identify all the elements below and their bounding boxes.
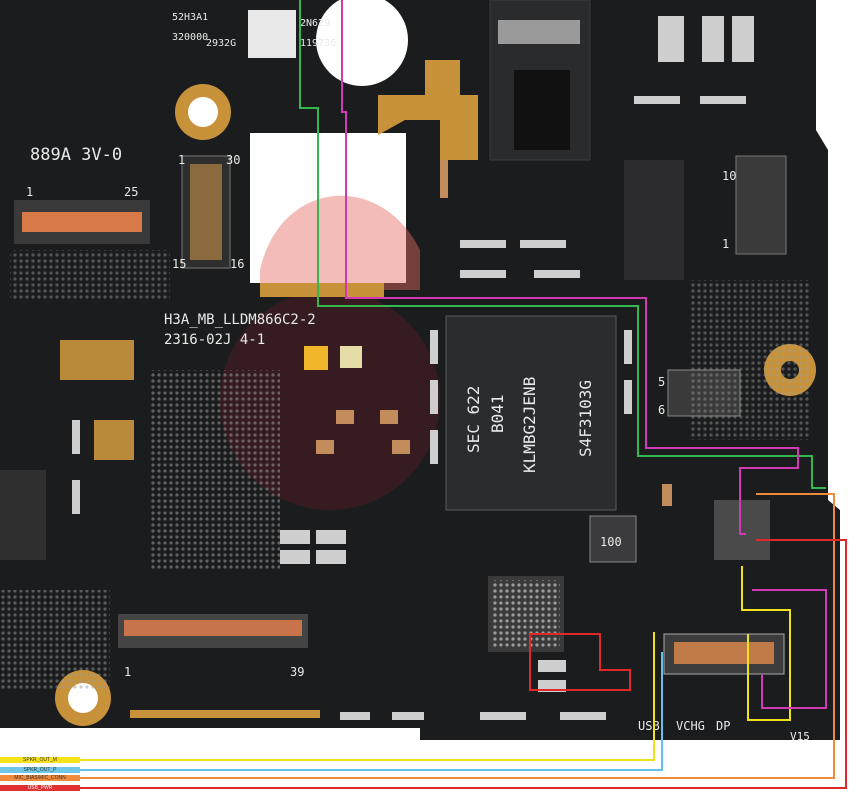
chip-line-2: B041: [488, 394, 507, 433]
conn1-pin-a: 1: [26, 185, 33, 199]
conn4-pin-a: 5: [658, 375, 665, 389]
copper-small-pads: [316, 160, 672, 506]
ic-top-right: [624, 160, 684, 280]
trace-red: [0, 539, 847, 789]
shield-window: [250, 133, 406, 283]
chip-code: S4F3103G: [576, 380, 595, 457]
trace-yellow: [0, 632, 655, 761]
led-yellow: [304, 346, 328, 370]
conn2-pin-c: 15: [172, 257, 186, 271]
conn2-pin-b: 30: [226, 153, 240, 167]
trace-green: [299, 0, 826, 489]
inductor: [589, 515, 637, 563]
trace-magenta: [341, 0, 799, 535]
conn2-pin-a: 1: [178, 153, 185, 167]
conn2-pin-d: 16: [230, 257, 244, 271]
component-cluster-bottom-left: [0, 590, 110, 690]
ic-left: [0, 470, 46, 560]
conn5-pin-a: 39: [290, 665, 304, 679]
bga-chip-right: [714, 500, 770, 560]
conn3-pin-b: 1: [722, 237, 729, 251]
top-code-5: 119736: [300, 38, 336, 49]
conn4-pin-b: 6: [658, 403, 665, 417]
chip-part: KLMBG2JENB: [520, 377, 539, 473]
conn1-pin-b: 25: [124, 185, 138, 199]
vchg-label: VCHG: [676, 719, 705, 733]
top-code-4: 2N629: [300, 18, 330, 29]
conn3-pin-a: 10: [722, 169, 736, 183]
top-code-group: 320000: [172, 32, 208, 43]
copper-strip-bottom: [130, 710, 320, 718]
legend-spkr-out-p: SPKR_OUT_P: [0, 767, 80, 773]
right-edge-label: V15: [790, 730, 810, 743]
emmc-chip: [445, 315, 617, 511]
trace-orange: [0, 493, 835, 779]
dp-label: DP: [716, 719, 730, 733]
trace-magenta-2: [752, 589, 827, 709]
watermark-logo: [260, 195, 420, 290]
mount-hole-white: [316, 0, 408, 86]
date-code-label: 2316-02J 4-1: [164, 332, 265, 348]
smd-components: [72, 16, 754, 720]
component-cluster-left: [150, 370, 280, 570]
board-id-label: H3A_MB_LLDM866C2-2: [164, 312, 316, 328]
chip-line-1: SEC 622: [464, 386, 483, 453]
usb-label: USB: [638, 719, 660, 733]
legend-usb-pwr: USB_PWR: [0, 785, 80, 791]
label-889a: 889A 3V-0: [30, 145, 122, 165]
legend-spkr-out-m: SPKR_OUT_M: [0, 757, 80, 763]
top-code-3: 2932G: [206, 38, 236, 49]
connector-right-10pin: [735, 155, 787, 255]
copper-plane-top: [378, 60, 478, 160]
component-cluster-right: [690, 280, 810, 440]
trace-overlay: [0, 0, 847, 789]
trace-red-2: [529, 633, 631, 691]
qr-code: [248, 10, 296, 58]
inductor-label: 100: [600, 535, 622, 549]
battery-pad-left: [60, 340, 134, 380]
top-code-1b: 52H3A1: [172, 12, 208, 23]
legend-mic: MIC_BIAS/MIC_CONN: [0, 775, 80, 781]
trace-cyan: [0, 652, 663, 771]
trace-yellow-2: [741, 566, 791, 721]
conn5-pin-b: 1: [124, 665, 131, 679]
component-cluster-top-left: [10, 250, 170, 300]
